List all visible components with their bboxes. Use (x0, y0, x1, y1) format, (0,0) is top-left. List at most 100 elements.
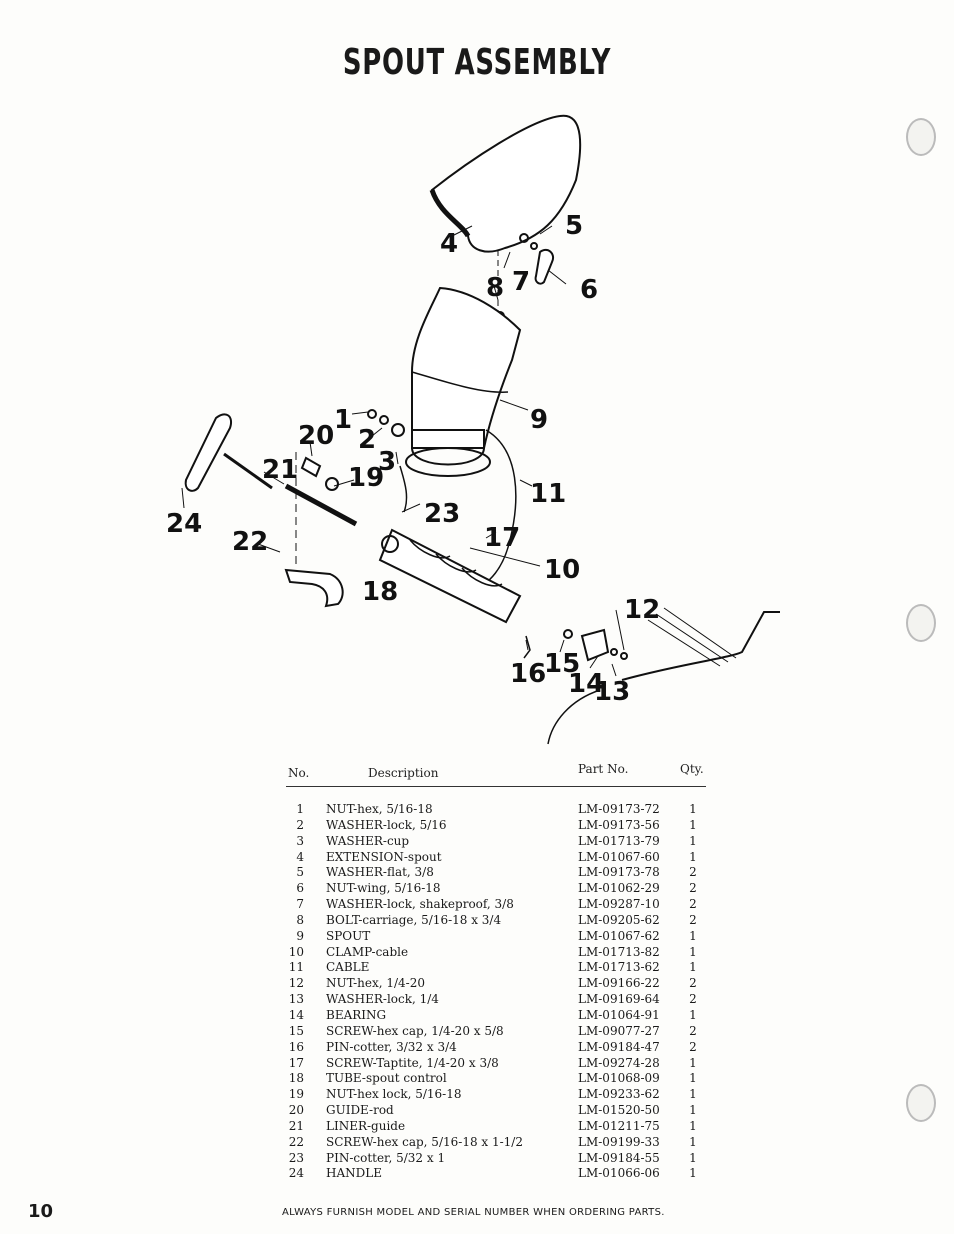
callout-5: 5 (565, 211, 583, 241)
row-description: GUIDE-rod (326, 1103, 394, 1118)
row-quantity: 2 (689, 976, 697, 991)
callout-2: 2 (358, 425, 376, 455)
row-part-number: LM-09173-56 (578, 817, 660, 832)
parts-table-header: No. Description Part No. Qty. (0, 762, 954, 786)
row-number: 14 (288, 1007, 304, 1022)
callout-17: 17 (484, 523, 520, 553)
bearing-14-drawing (580, 628, 610, 662)
row-description: NUT-wing, 5/16-18 (326, 881, 441, 896)
callout-4: 4 (440, 229, 458, 259)
tube-wrap-2 (435, 553, 477, 573)
row-description: LINER-guide (326, 1118, 406, 1133)
row-part-number: LM-09184-55 (578, 1150, 660, 1165)
row-description: WASHER-cup (326, 833, 410, 848)
row-description: WASHER-lock, shakeproof, 3/8 (326, 897, 514, 912)
row-part-number: LM-01713-79 (578, 833, 660, 848)
row-part-number: LM-09199-33 (578, 1134, 660, 1149)
row-description: NUT-hex lock, 5/16-18 (326, 1087, 462, 1102)
header-qty: Qty. (680, 762, 704, 776)
housing-outline (621, 611, 780, 681)
row-number: 1 (296, 802, 304, 816)
row-number: 13 (288, 992, 304, 1007)
row-quantity: 2 (689, 1023, 697, 1038)
row-quantity: 2 (689, 881, 697, 896)
row-quantity: 1 (689, 817, 697, 832)
spout-band (411, 371, 509, 393)
header-no: No. (288, 766, 310, 780)
nut-12-drawing (620, 652, 628, 660)
callout-1: 1 (334, 405, 352, 435)
row-part-number: LM-01211-75 (578, 1118, 660, 1133)
row-description: EXTENSION-spout (326, 849, 442, 864)
washer-7-drawing (530, 242, 538, 250)
row-quantity: 1 (689, 1007, 697, 1022)
row-quantity: 1 (689, 1166, 697, 1181)
row-description: PIN-cotter, 3/32 x 3/4 (326, 1039, 457, 1054)
table-row: 6 NUT-wing, 5/16-18 LM-01062-29 2 (0, 881, 954, 897)
row-description: SCREW-hex cap, 1/4-20 x 5/8 (326, 1023, 504, 1038)
mounting-bracket-drawing (284, 568, 344, 608)
row-number: 4 (296, 849, 304, 864)
row-quantity: 1 (689, 1103, 697, 1118)
row-number: 22 (288, 1134, 304, 1149)
row-description: SCREW-Taptite, 1/4-20 x 3/8 (326, 1055, 499, 1070)
row-part-number: LM-09205-62 (578, 912, 660, 927)
callout-24: 24 (166, 509, 202, 539)
row-quantity: 1 (689, 1055, 697, 1070)
tube-wrap-1 (409, 539, 451, 559)
row-number: 8 (296, 912, 304, 927)
row-description: HANDLE (326, 1166, 382, 1181)
row-part-number: LM-01064-91 (578, 1007, 660, 1022)
nut-19-drawing (325, 477, 339, 491)
callout-18: 18 (362, 577, 398, 607)
row-number: 24 (288, 1166, 304, 1181)
callout-8: 8 (486, 273, 504, 303)
row-quantity: 1 (689, 960, 697, 975)
row-quantity: 1 (689, 944, 697, 959)
page-number: 10 (28, 1201, 54, 1222)
row-quantity: 2 (689, 1039, 697, 1054)
spout-drawing (411, 286, 522, 449)
callout-23: 23 (424, 499, 460, 529)
row-part-number: LM-09184-47 (578, 1039, 660, 1054)
row-description: NUT-hex, 5/16-18 (326, 802, 433, 816)
row-number: 3 (296, 833, 304, 848)
row-description: BEARING (326, 1007, 387, 1022)
row-number: 6 (296, 881, 304, 896)
callout-3: 3 (378, 447, 396, 477)
binder-hole-middle (906, 604, 936, 642)
row-part-number: LM-09173-72 (578, 802, 660, 816)
row-part-number: LM-09287-10 (578, 897, 660, 912)
row-part-number: LM-01062-29 (578, 881, 660, 896)
row-part-number: LM-01068-09 (578, 1071, 660, 1086)
row-part-number: LM-09169-64 (578, 992, 660, 1007)
header-description: Description (368, 766, 439, 780)
row-quantity: 1 (689, 1087, 697, 1102)
extension-spout-edge (429, 189, 471, 238)
handle-grip-drawing (184, 413, 232, 492)
row-quantity: 1 (689, 928, 697, 943)
callout-22: 22 (232, 527, 268, 557)
cotter-pin-23-drawing (399, 465, 408, 513)
row-number: 11 (288, 960, 304, 975)
callout-15: 15 (544, 649, 580, 679)
handle-rod-drawing (223, 452, 273, 490)
callout-20: 20 (298, 421, 334, 451)
tube-wrap-3 (461, 567, 503, 587)
callout-11: 11 (530, 479, 566, 509)
row-quantity: 2 (689, 992, 697, 1007)
row-description: CABLE (326, 960, 370, 975)
screw-15-drawing (563, 629, 573, 639)
row-description: CLAMP-cable (326, 944, 409, 959)
